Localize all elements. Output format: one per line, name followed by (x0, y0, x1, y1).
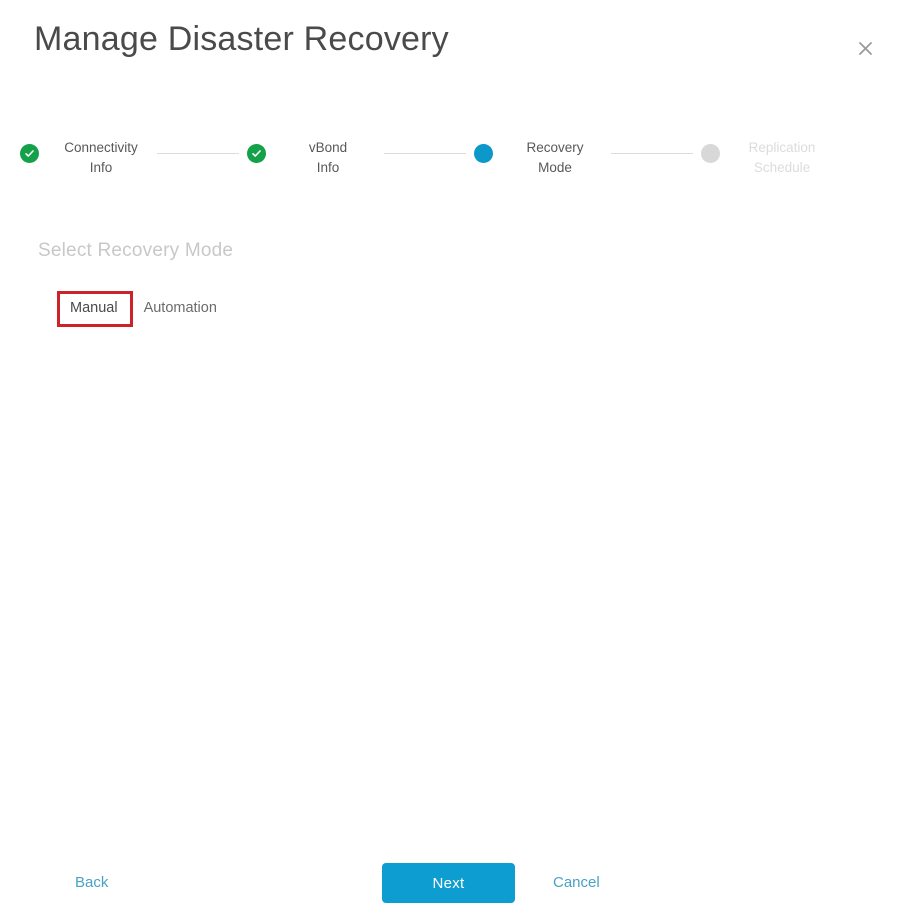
stepper-label-connectivity-info: Connectivity Info (64, 140, 138, 175)
filled-circle-icon (474, 144, 493, 163)
page-title: Manage Disaster Recovery (34, 20, 449, 58)
stepper-step-recovery-mode[interactable]: Recovery Mode (474, 138, 603, 178)
stepper-connector-1 (157, 153, 239, 154)
section-title-select-recovery-mode: Select Recovery Mode (38, 240, 234, 261)
stepper-connector-3 (611, 153, 693, 154)
stepper-connector-2 (384, 153, 466, 154)
next-button[interactable]: Next (382, 863, 515, 903)
stepper-label-replication-schedule: Replication Schedule (748, 140, 816, 175)
stepper-step-vbond-info[interactable]: vBond Info (247, 138, 376, 178)
tab-automation[interactable]: Automation (143, 300, 217, 316)
check-circle-icon (20, 144, 39, 163)
dialog-header: Manage Disaster Recovery (0, 0, 901, 100)
stepper-step-replication-schedule[interactable]: Replication Schedule (701, 138, 830, 178)
stepper-label-vbond-info: vBond Info (308, 140, 348, 175)
check-circle-icon (247, 144, 266, 163)
dialog-footer: Back Next Cancel (0, 430, 901, 903)
wizard-stepper: Connectivity Info vBond Info Recovery Mo… (20, 138, 880, 178)
cancel-button[interactable]: Cancel (553, 874, 600, 891)
stepper-label-recovery-mode: Recovery Mode (526, 140, 584, 175)
tab-manual[interactable]: Manual (70, 300, 118, 316)
stepper-step-connectivity-info[interactable]: Connectivity Info (20, 138, 149, 178)
empty-circle-icon (701, 144, 720, 163)
recovery-mode-tabs: Manual Automation (57, 291, 230, 325)
back-button[interactable]: Back (75, 874, 109, 891)
close-icon[interactable] (851, 34, 879, 62)
